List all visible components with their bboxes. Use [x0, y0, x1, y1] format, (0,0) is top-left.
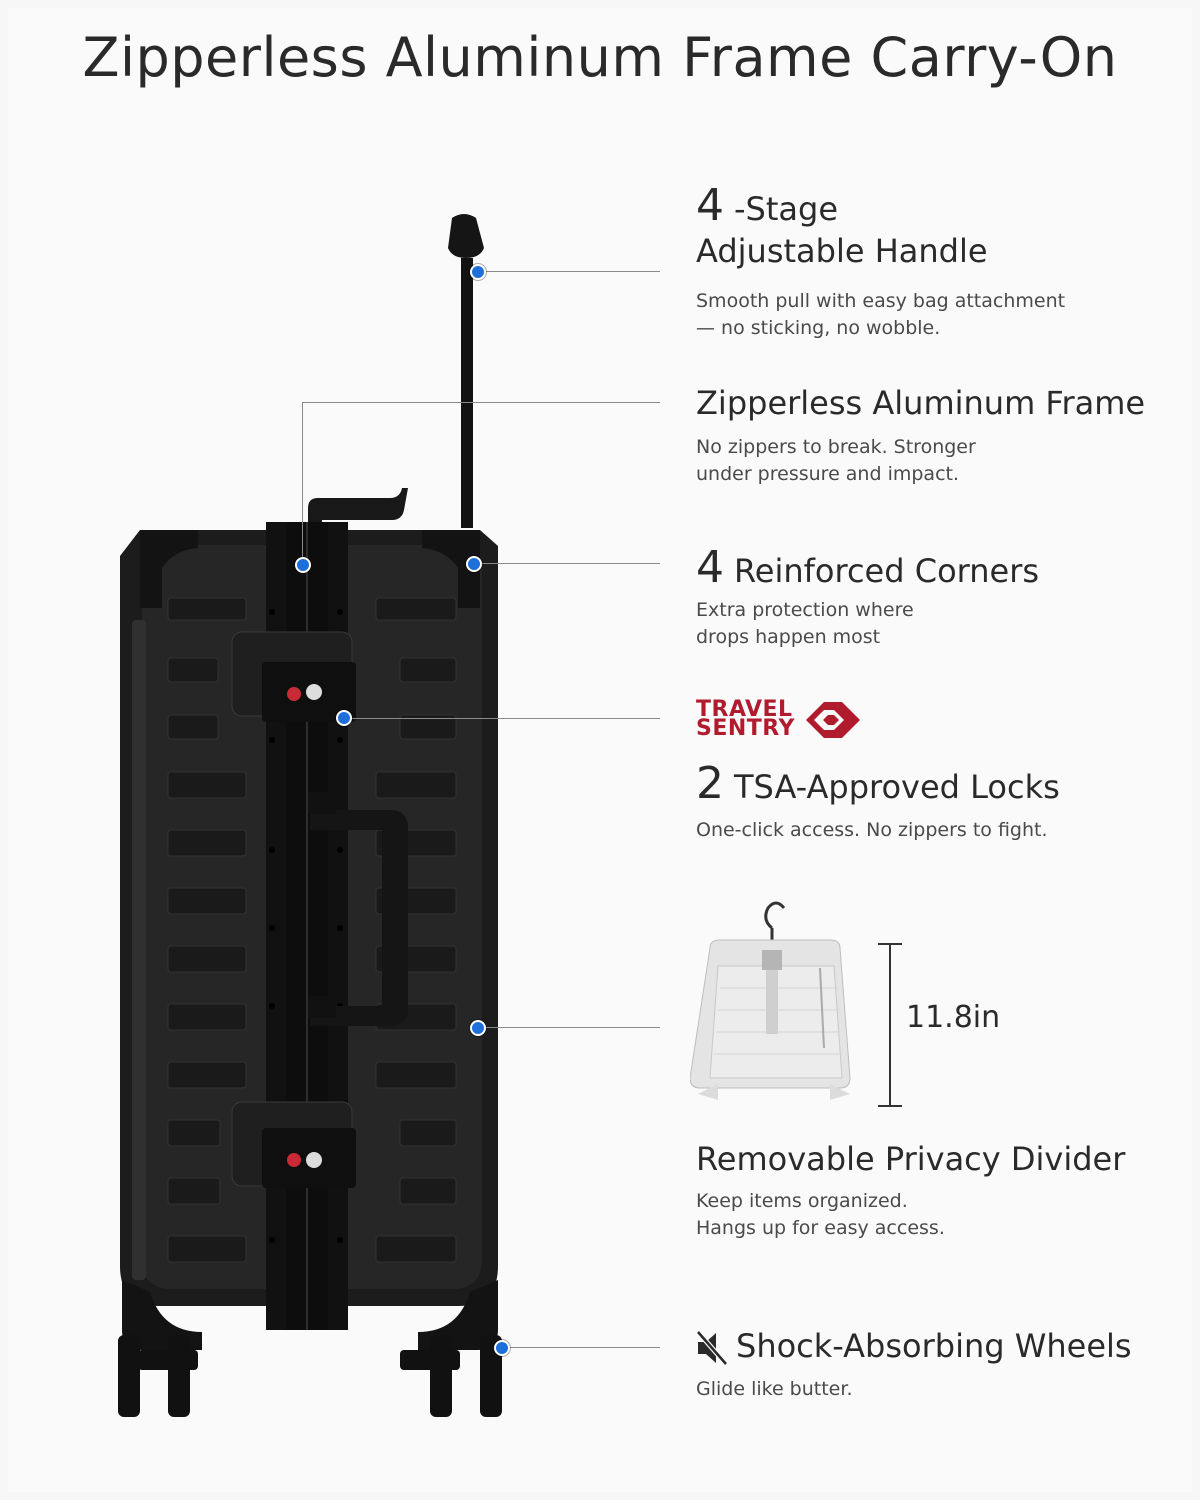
travel-sentry-line2: SENTRY — [696, 716, 795, 741]
handle-number: 4 — [696, 180, 724, 231]
frame-desc-line2: under pressure and impact. — [696, 463, 960, 485]
corners-marker-dot — [466, 556, 482, 572]
handle-title-line1: 4 -Stage — [696, 180, 838, 231]
divider-marker-dot — [470, 1020, 486, 1036]
locks-number: 2 — [696, 758, 724, 809]
frame-desc-line1: No zippers to break. Stronger — [696, 436, 976, 458]
locks-description: One-click access. No zippers to fight. — [696, 819, 1048, 841]
suitcase-illustration — [118, 214, 502, 1417]
locks-leader-line — [344, 718, 660, 719]
wheels-marker-dot — [494, 1340, 510, 1356]
corners-number: 4 — [696, 542, 724, 593]
frame-title: Zipperless Aluminum Frame — [696, 384, 1146, 422]
corners-desc-line1: Extra protection where — [696, 599, 914, 621]
locks-marker-dot — [336, 710, 352, 726]
divider-desc-line2: Hangs up for easy access. — [696, 1217, 945, 1239]
handle-leader-line — [478, 271, 660, 272]
handle-description: Smooth pull with easy bag attachment — n… — [696, 288, 1065, 342]
frame-description: No zippers to break. Stronger under pres… — [696, 434, 976, 488]
wheels-leader-line — [502, 1347, 660, 1348]
divider-desc-line1: Keep items organized. — [696, 1190, 908, 1212]
travel-sentry-logo: TRAVEL SENTRY — [696, 697, 862, 741]
corners-leader-line — [474, 563, 660, 564]
handle-desc-line1: Smooth pull with easy bag attachment — [696, 290, 1066, 312]
divider-height-label: 11.8in — [906, 1000, 1001, 1035]
frame-marker-dot — [295, 557, 311, 573]
corners-title-text: Reinforced Corners — [734, 552, 1040, 590]
handle-title-stage: -Stage — [734, 190, 839, 228]
corners-description: Extra protection where drops happen most — [696, 597, 914, 651]
corners-desc-line2: drops happen most — [696, 626, 881, 648]
travel-sentry-diamond-icon — [806, 702, 861, 738]
wheels-description: Glide like butter. — [696, 1378, 853, 1400]
handle-marker-dot — [470, 264, 486, 280]
divider-description: Keep items organized. Hangs up for easy … — [696, 1188, 945, 1242]
locks-title: 2 TSA-Approved Locks — [696, 758, 1060, 809]
mute-speaker-icon — [696, 1330, 728, 1366]
frame-leader-line — [302, 402, 660, 403]
height-dimension-bracket — [878, 943, 902, 1107]
frame-leader-vertical — [302, 402, 303, 562]
wheels-title: Shock-Absorbing Wheels — [736, 1327, 1132, 1365]
divider-title: Removable Privacy Divider — [696, 1140, 1126, 1178]
handle-desc-line2: — no sticking, no wobble. — [696, 317, 941, 339]
divider-leader-line — [478, 1027, 660, 1028]
privacy-divider-image — [690, 901, 851, 1100]
travel-sentry-line1: TRAVEL — [696, 697, 793, 722]
corners-title: 4 Reinforced Corners — [696, 542, 1039, 593]
locks-title-text: TSA-Approved Locks — [734, 768, 1060, 806]
page-title: Zipperless Aluminum Frame Carry-On — [82, 26, 1118, 89]
handle-title-line2: Adjustable Handle — [696, 232, 988, 270]
